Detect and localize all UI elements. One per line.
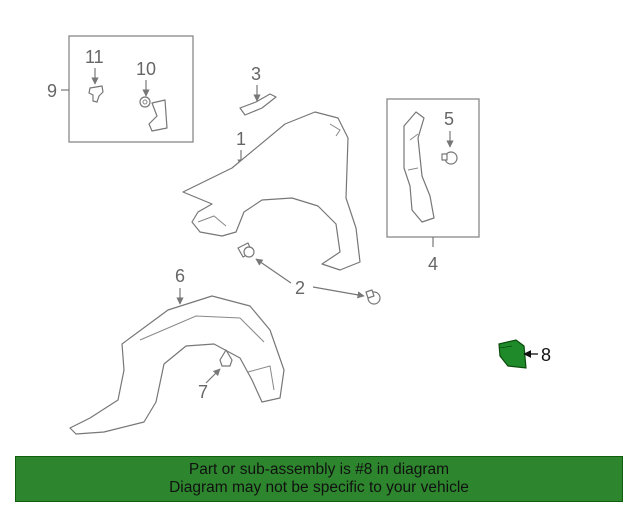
fender-bracket-part-4[interactable] bbox=[403, 111, 435, 223]
callout-11: 11 bbox=[85, 47, 104, 67]
info-banner: Part or sub-assembly is #8 in diagram Di… bbox=[15, 456, 623, 502]
callout-7: 7 bbox=[198, 382, 208, 402]
callout-9: 9 bbox=[47, 81, 57, 101]
clip-part-11[interactable] bbox=[88, 85, 104, 103]
bolt-part-2b[interactable] bbox=[365, 289, 381, 305]
banner-line-2: Diagram may not be specific to your vehi… bbox=[169, 479, 469, 496]
nut-part-10[interactable] bbox=[139, 96, 151, 108]
bolt-part-2a[interactable] bbox=[237, 242, 255, 258]
bracket-part-9[interactable] bbox=[148, 99, 168, 132]
front-fender-part-1[interactable] bbox=[182, 111, 361, 271]
fender-molding-part-3[interactable] bbox=[239, 93, 277, 116]
bracket-support-box: 4 5 bbox=[386, 98, 480, 274]
callout-4: 4 bbox=[428, 254, 438, 274]
callout-2: 2 bbox=[295, 278, 305, 298]
banner-line-1: Part or sub-assembly is #8 in diagram bbox=[188, 461, 450, 478]
callout-6: 6 bbox=[175, 266, 185, 286]
clip-part-7[interactable] bbox=[219, 349, 233, 367]
callout-1: 1 bbox=[236, 129, 246, 149]
callout-5: 5 bbox=[444, 109, 454, 129]
callout-10: 10 bbox=[136, 59, 156, 79]
callout-8: 8 bbox=[541, 345, 551, 365]
callout-3: 3 bbox=[251, 64, 261, 84]
highlighted-part-8[interactable] bbox=[498, 339, 527, 369]
bracket-group-box: 9 11 10 bbox=[47, 35, 194, 143]
fender-liner-part-6[interactable] bbox=[69, 295, 285, 435]
clip-part-5[interactable] bbox=[441, 151, 458, 165]
